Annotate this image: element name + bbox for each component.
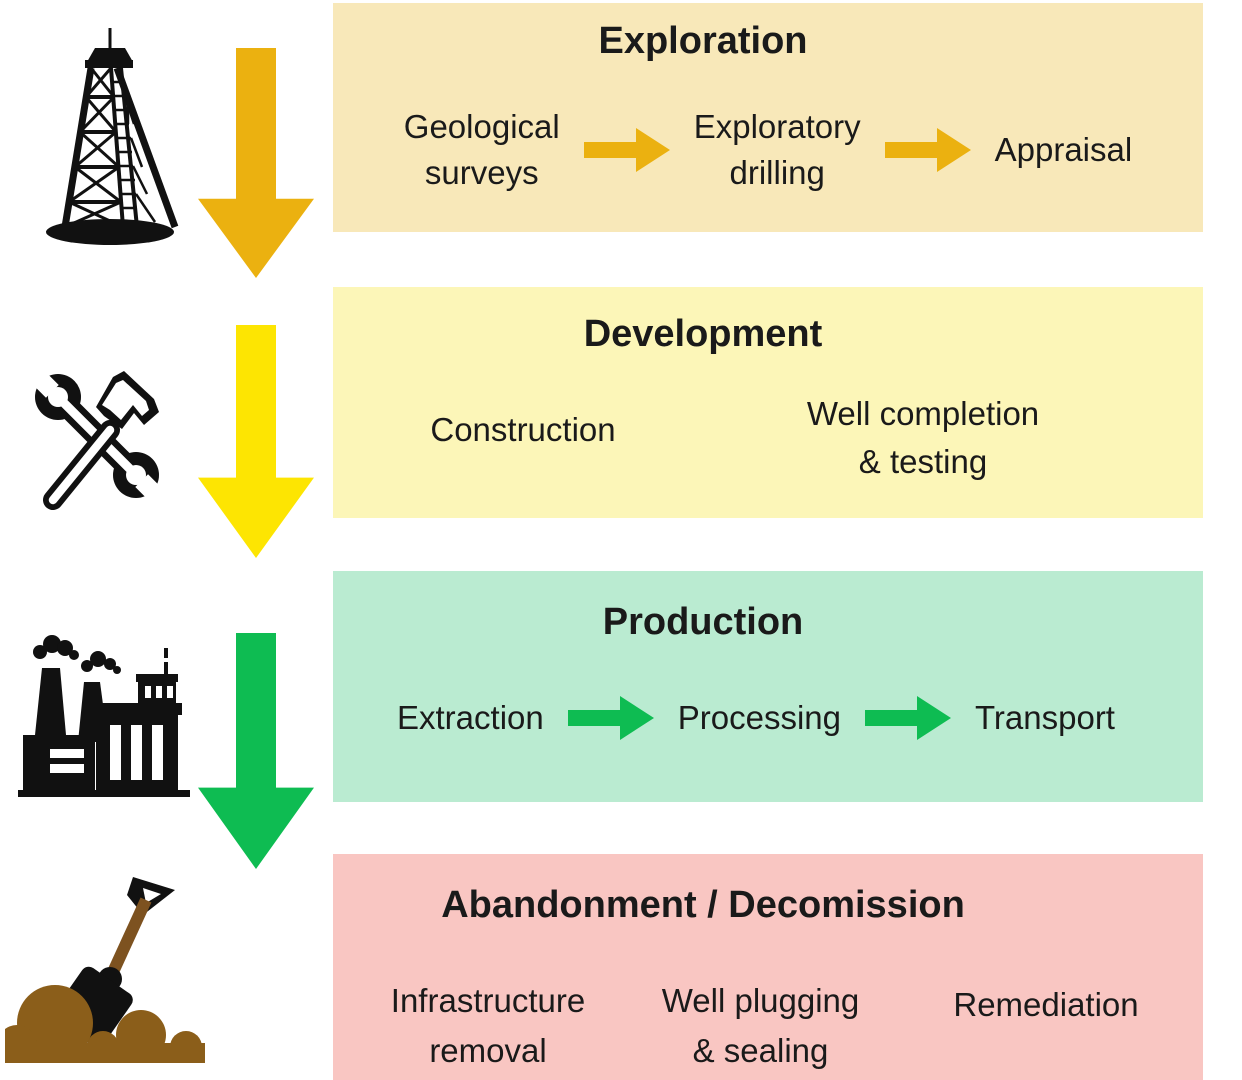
item-well-plugging-sealing: Well plugging & sealing [618, 976, 903, 1075]
item-remediation: Remediation [901, 982, 1191, 1028]
stage-abandonment: Abandonment / Decomission Infrastructure… [333, 854, 1203, 1080]
right-arrow-icon [864, 696, 951, 740]
right-arrow-icon [884, 128, 971, 172]
right-arrow-icon [567, 696, 654, 740]
stage-title: Development [583, 313, 823, 355]
stage-development: Development Construction Well completion… [333, 287, 1203, 518]
flow-item-geological-surveys: Geological surveys [404, 104, 560, 196]
stage-title: Abandonment / Decomission [441, 884, 965, 926]
item-line: Geological [403, 107, 560, 145]
flow-item-exploratory-drilling: Exploratory drilling [694, 104, 861, 196]
flow-item-transport: Transport [975, 695, 1115, 741]
item-line: Well plugging [661, 982, 860, 1019]
item-line: Remediation [953, 986, 1139, 1023]
down-arrow-icon [198, 48, 314, 278]
factory-icon [18, 635, 190, 797]
stage-title: Production [602, 601, 804, 643]
down-arrow-icon [198, 325, 314, 558]
item-line: surveys [424, 154, 539, 191]
item-line: Construction [430, 411, 616, 448]
item-line: Infrastructure [390, 982, 586, 1019]
flow-item-appraisal: Appraisal [995, 127, 1133, 173]
item-line: Well completion [806, 395, 1040, 432]
item-line: & sealing [692, 1031, 829, 1069]
item-line: removal [429, 1031, 547, 1069]
production-flow: Extraction Processing Transport [321, 663, 1191, 773]
item-line: Processing [677, 698, 841, 736]
item-line: drilling [729, 154, 825, 191]
stage-exploration: Exploration Geological surveys Explorato… [333, 3, 1203, 232]
down-arrow-icon [198, 633, 314, 869]
tools-icon [23, 362, 168, 510]
item-line: Exploratory [693, 107, 861, 145]
shovel-in-dirt-icon [5, 877, 205, 1063]
stage-title: Exploration [598, 20, 808, 62]
item-construction: Construction [333, 407, 713, 453]
item-well-completion-testing: Well completion & testing [733, 390, 1113, 486]
item-line: Appraisal [994, 130, 1133, 168]
stage-production: Production Extraction Processing Transpo… [333, 571, 1203, 802]
item-line: & testing [858, 442, 988, 480]
flow-item-processing: Processing [678, 695, 841, 741]
right-arrow-icon [583, 128, 670, 172]
item-infrastructure-removal: Infrastructure removal [338, 976, 638, 1075]
oil-derrick-icon [46, 28, 179, 245]
exploration-flow: Geological surveys Exploratory drilling … [333, 95, 1203, 205]
item-line: Extraction [397, 698, 544, 736]
flow-item-extraction: Extraction [397, 695, 544, 741]
item-line: Transport [974, 698, 1115, 736]
